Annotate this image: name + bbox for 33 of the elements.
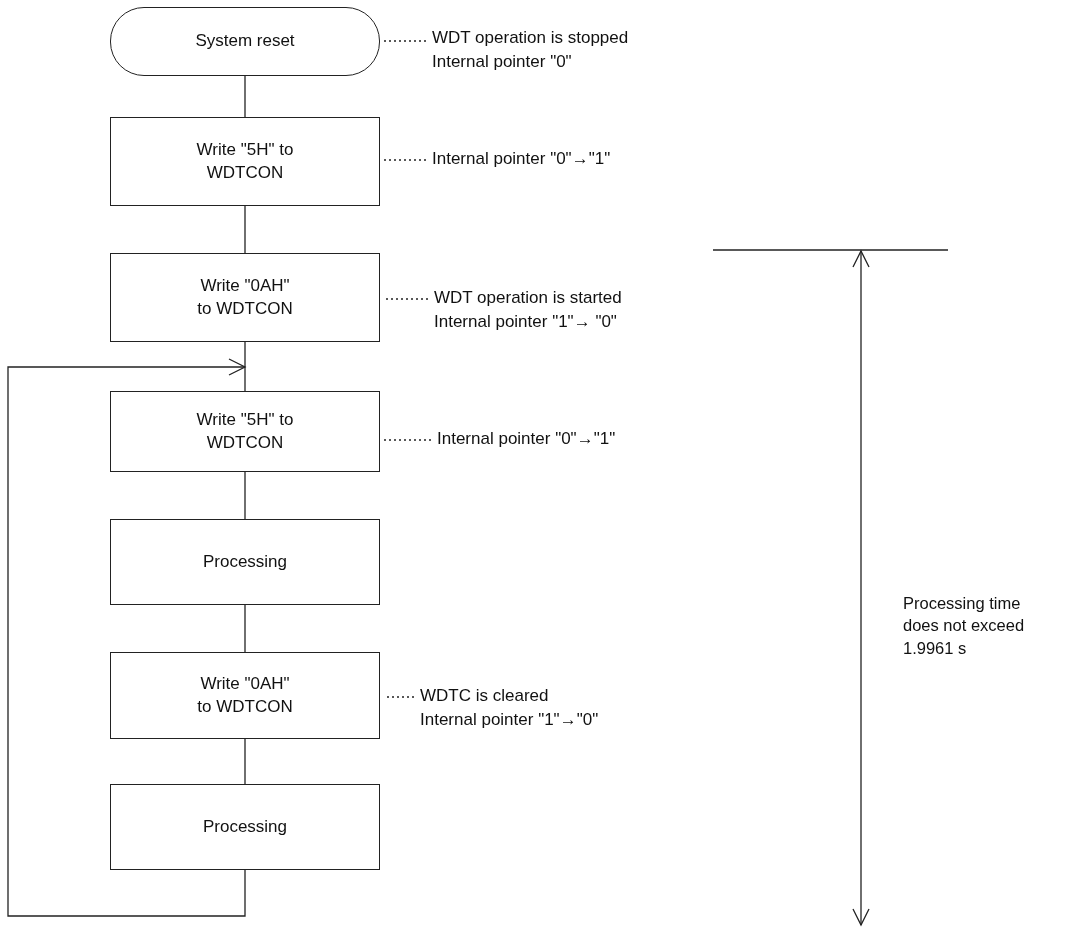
dimension-label: Processing time does not exceed 1.9961 s xyxy=(903,593,1026,659)
connector-line xyxy=(244,604,246,653)
connector-line xyxy=(244,205,246,254)
leader-line xyxy=(383,159,427,161)
note-text: Internal pointer "1"→ "0" xyxy=(434,310,618,333)
connector-line xyxy=(244,341,246,392)
box-label: Processing xyxy=(202,550,288,573)
box-label: Write "5H" to WDTCON xyxy=(195,139,295,184)
note-text: WDT operation is stopped xyxy=(432,27,629,49)
note-text: Internal pointer "0"→"1" xyxy=(437,428,616,450)
note-text: Internal pointer "1"→"0" xyxy=(420,708,599,731)
box-label: Processing xyxy=(202,815,288,838)
process-box xyxy=(110,391,380,472)
note-text: Internal pointer "0"→"1" xyxy=(432,148,611,170)
connector-line xyxy=(244,738,246,785)
box-label: System reset xyxy=(195,30,295,53)
arrow xyxy=(7,358,246,917)
connector-line xyxy=(244,75,246,118)
box-label: Write "0AH" to WDTCON xyxy=(196,275,294,320)
process-box xyxy=(110,253,380,342)
box-label: Write "5H" to WDTCON xyxy=(195,409,295,454)
process-box xyxy=(110,519,380,605)
box-label: Write "0AH" to WDTCON xyxy=(196,673,294,718)
leader-line xyxy=(383,40,427,42)
leader-line xyxy=(383,439,432,441)
process-box xyxy=(110,117,380,206)
note-text: WDTC is cleared xyxy=(420,685,550,707)
connector-line xyxy=(244,471,246,520)
note-text: Internal pointer "0" xyxy=(432,50,573,73)
process-box xyxy=(110,784,380,870)
process-box xyxy=(110,652,380,739)
note-text: WDT operation is started xyxy=(434,287,622,309)
leader-line xyxy=(383,298,429,300)
